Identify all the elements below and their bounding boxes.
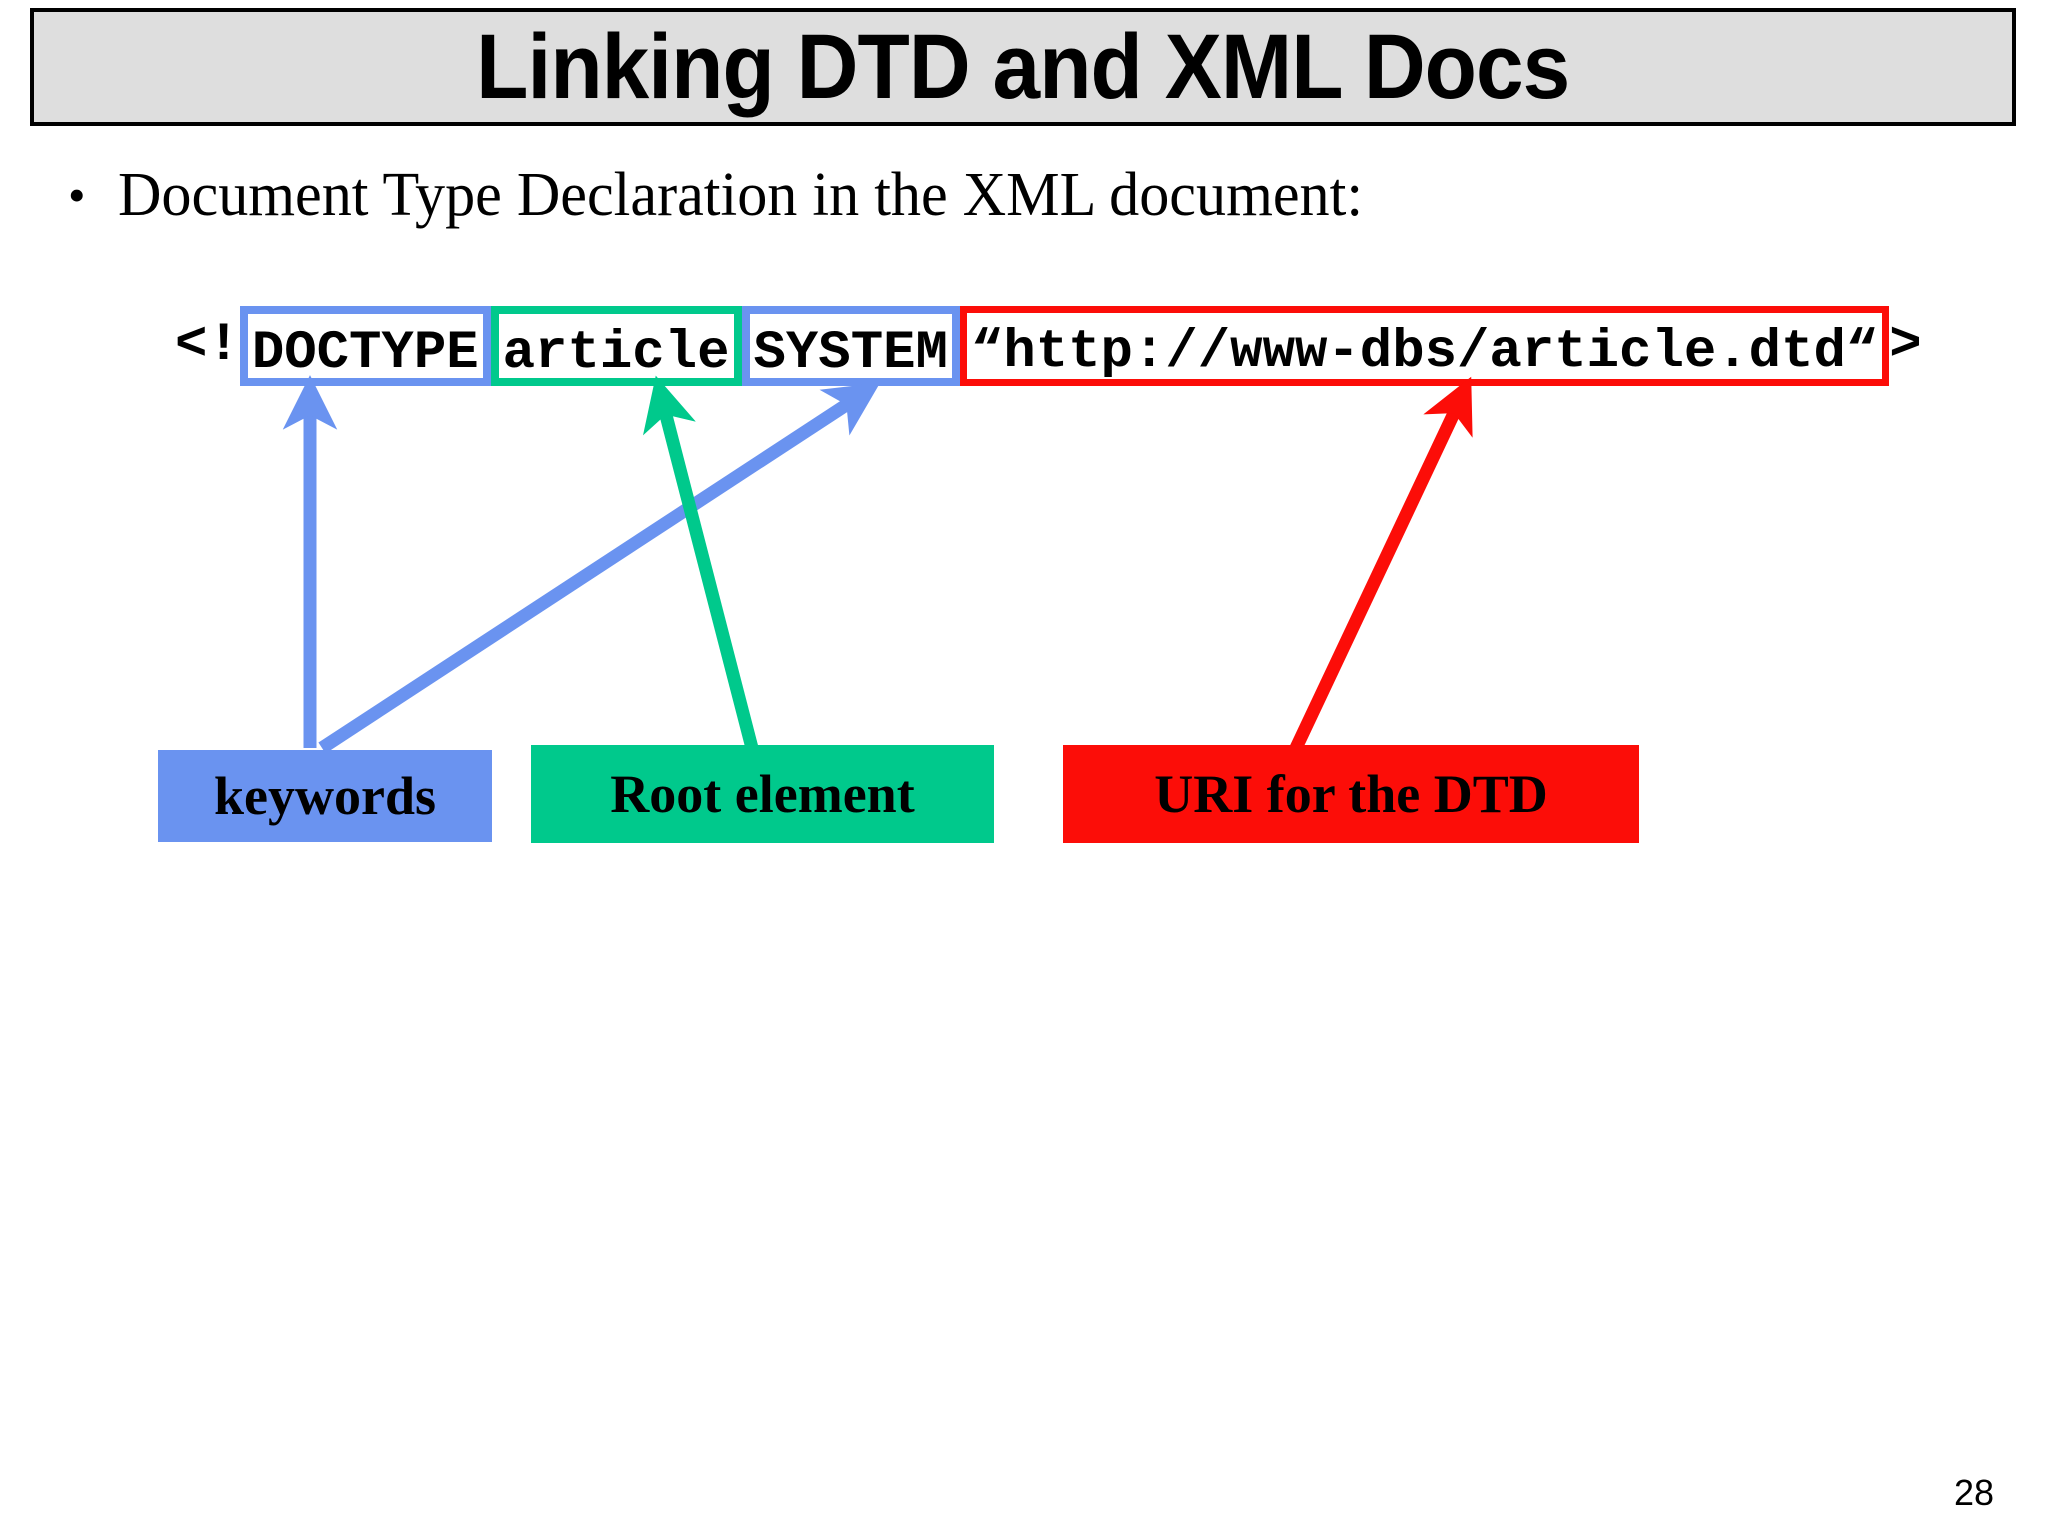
code-token-doctype: DOCTYPE <box>239 306 491 386</box>
legend-uri-for-the-dtd: URI for the DTD <box>1063 745 1639 843</box>
bullet-marker-icon: • <box>68 167 86 223</box>
code-token-uri: “http://www-dbs/article.dtd“ <box>959 306 1890 386</box>
legend-root-element: Root element <box>531 745 994 843</box>
page-title: Linking DTD and XML Docs <box>476 16 1570 118</box>
legend-uri-label: URI for the DTD <box>1154 764 1548 824</box>
bullet-row: • Document Type Declaration in the XML d… <box>60 158 1960 232</box>
slide-title-bar: Linking DTD and XML Docs <box>30 8 2016 126</box>
code-prefix: <! <box>175 315 240 376</box>
doctype-declaration-code-line: <! DOCTYPE article SYSTEM “http://www-db… <box>175 306 1922 386</box>
code-suffix: > <box>1889 315 1922 376</box>
legend-keywords: keywords <box>158 750 492 842</box>
arrow-keywords-to-system <box>318 382 881 754</box>
bullet-text: Document Type Declaration in the XML doc… <box>118 161 1364 229</box>
page-number: 28 <box>1953 1472 1994 1513</box>
legend-keywords-label: keywords <box>213 766 436 826</box>
arrow-uri-to-url-token <box>1290 376 1473 751</box>
legend-root-element-label: Root element <box>610 764 915 824</box>
code-token-system: SYSTEM <box>741 306 960 386</box>
code-token-article: article <box>490 306 742 386</box>
arrow-root-element-to-article <box>643 375 759 750</box>
